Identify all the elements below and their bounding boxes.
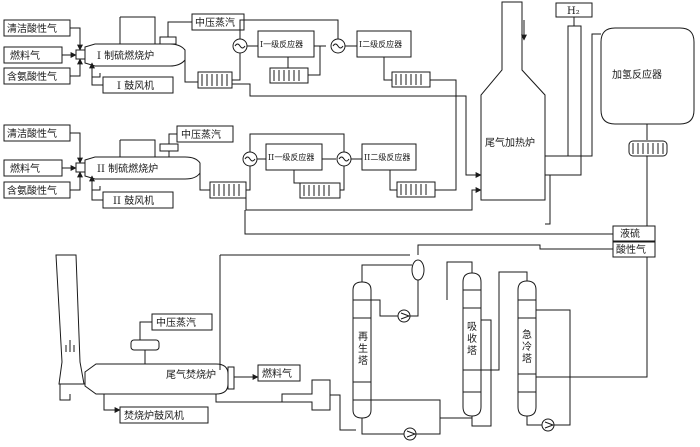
reactor-2b-label: II二级反应器 (364, 152, 410, 162)
reactor-2a (265, 143, 323, 171)
incinerator-section: 尾气焚烧炉 中压蒸汽 燃料气 焚烧炉鼓风机 再 生 塔 (55, 254, 571, 441)
absorb-tower-char-3: 塔 (467, 344, 477, 357)
ammonia-acid-gas-1-label: 含氨酸性气 (7, 70, 57, 83)
train-two: 清洁酸性气 燃料气 含氨酸性气 II 制硫燃烧炉 中压蒸汽 II 鼓风机 II一… (3, 100, 482, 211)
waste-heat-boiler-2 (159, 143, 179, 152)
steam-mp-2-label: 中压蒸汽 (181, 128, 221, 141)
clean-acid-gas-2-label: 清洁酸性气 (7, 127, 57, 140)
fuel-gas-2-label: 燃料气 (10, 162, 40, 175)
clean-acid-gas-1-label: 清洁酸性气 (7, 22, 57, 35)
regen-tower-char-1: 再 (358, 331, 368, 343)
regen-tower-char-2: 生 (358, 342, 368, 355)
regen-tower (352, 281, 372, 419)
reactor-1b (356, 30, 412, 58)
train-one: 清洁酸性气 燃料气 含氨酸性气 I 制硫燃烧炉 中压蒸汽 I 鼓风机 I一级反应… (3, 13, 482, 178)
hydro-reactor-label: 加氢反应器 (612, 68, 662, 81)
waste-heat-boiler-1 (159, 36, 177, 45)
furnace-1-label: I 制硫燃烧炉 (97, 49, 154, 62)
regen-tower-char-3: 塔 (358, 354, 368, 367)
fuel-gas-1-label: 燃料气 (10, 49, 40, 62)
tail-gas-heater-label: 尾气加热炉 (485, 136, 535, 149)
burner-1 (75, 49, 86, 60)
incinerator-boiler (130, 339, 160, 351)
hydro-reactor-vessel (600, 27, 695, 125)
reactor-1a-label: I一级反应器 (260, 39, 303, 49)
incinerator-burner (227, 366, 235, 390)
quench-tower-char-2: 冷 (522, 340, 532, 353)
absorb-tower-char-2: 收 (467, 332, 477, 345)
quench-tower (517, 280, 537, 417)
tail-gas-section: 尾气加热炉 H₂ 加氢反应器 液硫 酸性气 (244, 1, 695, 378)
absorb-tower (462, 272, 482, 417)
condenser-2a (209, 181, 247, 199)
burner-2 (75, 162, 86, 173)
stack (55, 254, 85, 385)
quench-tower-char-3: 塔 (522, 352, 532, 365)
reactor-1b-label: I二级反应器 (359, 39, 402, 49)
absorb-tower-char-1: 吸 (467, 322, 477, 333)
ammonia-acid-gas-2-label: 含氨酸性气 (7, 184, 57, 197)
steam-mp-1-label: 中压蒸汽 (195, 16, 235, 29)
incinerator-label: 尾气焚烧炉 (166, 368, 216, 381)
reactor-2a-label: II一级反应器 (268, 152, 314, 162)
acid-gas-label: 酸性气 (616, 243, 646, 256)
reflux-drum (411, 259, 425, 281)
blower-1-label: I 鼓风机 (117, 79, 154, 92)
liquid-sulfur-label: 液硫 (620, 227, 640, 240)
reactor-2b (361, 143, 417, 171)
tail-gas-heater-vessel (480, 1, 546, 201)
h2-label: H₂ (567, 6, 580, 17)
quench-tower-char-1: 急 (522, 328, 532, 341)
fuel-gas-3-box (257, 364, 301, 382)
incinerator-blower-label: 焚烧炉鼓风机 (124, 409, 184, 422)
reactor-1a (257, 30, 315, 58)
fuel-gas-3-label: 燃料气 (262, 367, 292, 380)
steam-mp-3-label: 中压蒸汽 (156, 316, 196, 329)
incinerator-blower-box (119, 406, 209, 424)
tail-gas-blower (281, 379, 331, 411)
blower-2-label: II 鼓风机 (113, 194, 154, 207)
furnace-2-label: II 制硫燃烧炉 (97, 162, 158, 175)
condenser-2b (299, 182, 341, 199)
